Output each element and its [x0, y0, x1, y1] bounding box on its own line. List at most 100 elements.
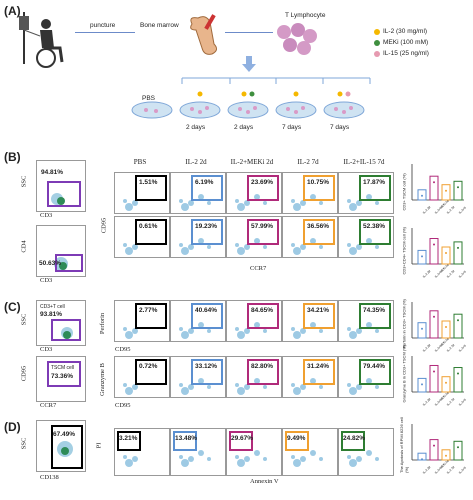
panel-b-row1-plot-3: 10.75% — [282, 172, 338, 214]
panel-c-gate-plot-2: TSCM cell 73.36% — [36, 356, 86, 402]
col-head-il2-il15-7d: IL-2+IL-15 7d — [343, 158, 385, 166]
legend-meki: MEKi (100 mM) — [374, 39, 429, 46]
panel-c-row1-plot-4: 74.35% — [338, 300, 394, 342]
panel-d-left-xlabel: CD138 — [40, 474, 59, 481]
panel-c-row2-plot-0: 0.72% — [114, 356, 170, 398]
panel-a-letter: (A) — [4, 4, 21, 18]
mini-bar-ylabel-3: Granzyme B in CD3+ TSCM (%) — [401, 344, 407, 403]
panel-b-row2-plot-0: 0.61% — [114, 216, 170, 258]
panel-d-row-plot-3: 9.49% — [282, 428, 338, 476]
dish-days-3: 7 days — [282, 124, 302, 131]
panel-c-x1: CD95 — [115, 346, 131, 353]
svg-text:IL-2+IL-15 7d: IL-2+IL-15 7d — [458, 459, 466, 475]
panel-b-left2-ylabel: CD4 — [20, 240, 28, 253]
arrow-line-puncture — [75, 32, 135, 33]
t-lymphocyte-label: T Lymphocyte — [285, 12, 326, 19]
col-head-il2-meki-2d: IL-2+MEKi 2d — [230, 158, 274, 166]
patient-wheelchair-icon — [19, 12, 64, 68]
panel-b-row2-pct-3: 36.56% — [307, 223, 330, 230]
puncture-label: puncture — [90, 22, 116, 29]
col-head-pbs: PBS — [133, 158, 147, 166]
svg-text:IL-2+IL-15 7d: IL-2+IL-15 7d — [458, 337, 466, 353]
mini-bar-ylabel-0: CD3+ TSCM cell (%) — [401, 173, 407, 211]
panel-b-gate-plot-1: 94.81% — [36, 160, 86, 212]
panel-c-row2-pct-4: 79.44% — [363, 363, 386, 370]
panel-d-yaxis: PI — [95, 442, 103, 449]
panel-b-left2-xlabel: CD3 — [40, 277, 53, 284]
svg-text:IL-2 7d: IL-2 7d — [446, 205, 456, 215]
panel-c-row2-plot-4: 79.44% — [338, 356, 394, 398]
svg-text:IL-2 7d: IL-2 7d — [446, 269, 456, 279]
t-lymphocyte-icon — [277, 23, 317, 55]
panel-d-left-ylabel: SSC — [20, 437, 28, 450]
panel-d-row-plot-1: 13.48% — [170, 428, 226, 476]
panel-b-gate-plot-2: 50.63% — [36, 225, 86, 277]
panel-b-left1-ylabel: SSC — [20, 175, 28, 188]
panel-c-row2-pct-1: 33.12% — [195, 363, 218, 370]
panel-b-row1-pct-0: 1.51% — [139, 179, 158, 186]
panel-c-row2-pct-3: 31.24% — [307, 363, 330, 370]
culture-dishes — [131, 77, 371, 119]
svg-text:IL-2 7d: IL-2 7d — [446, 465, 456, 475]
panel-c-row1-plot-0: 2.77% — [114, 300, 170, 342]
panel-b-left1-xlabel: CD3 — [40, 212, 53, 219]
panel-b-row2-plot-1: 19.23% — [170, 216, 226, 258]
panel-c-row1-pct-1: 40.64% — [195, 307, 218, 314]
panel-b-row1-pct-3: 10.75% — [307, 179, 330, 186]
col-head-il2-2d: IL-2 2d — [185, 158, 207, 166]
panel-d-row-pct-4: 24.82% — [343, 435, 366, 442]
svg-text:IL-2+IL-15 7d: IL-2+IL-15 7d — [458, 391, 466, 407]
panel-d-xaxis: Annexin V — [250, 478, 279, 485]
panel-d-row-plot-2: 29.67% — [226, 428, 282, 476]
panel-d-row-pct-1: 13.48% — [175, 435, 198, 442]
panel-d-row-pct-0: 3.21% — [119, 435, 138, 442]
panel-c-row2-plot-1: 33.12% — [170, 356, 226, 398]
panel-c-row2-pct-2: 82.80% — [251, 363, 274, 370]
panel-b-row2-plot-2: 57.99% — [226, 216, 282, 258]
panel-c-x2: CD95 — [115, 402, 131, 409]
panel-b-row2-pct-0: 0.61% — [139, 223, 158, 230]
mini-bar-ylabel-1: CD3+CD4+ TSCM cell (%) — [401, 227, 407, 275]
dish-days-1: 2 days — [186, 124, 206, 131]
panel-b-row1-pct-1: 6.19% — [195, 179, 214, 186]
panel-d-letter: (D) — [4, 420, 21, 434]
panel-c-row1-plot-1: 40.64% — [170, 300, 226, 342]
svg-text:IL-2+IL-15 7d: IL-2+IL-15 7d — [458, 263, 466, 279]
panel-c-letter: (C) — [4, 300, 21, 314]
panel-c-row2-plot-2: 82.80% — [226, 356, 282, 398]
mini-bar-ylabel-4: The Apotosis of RPMI 8226 cell (%) — [399, 417, 409, 473]
panel-c-left2-xlabel: CCR7 — [40, 402, 57, 409]
panel-c-row1-pct-4: 74.35% — [363, 307, 386, 314]
panel-c-row1-pct-3: 34.21% — [307, 307, 330, 314]
svg-text:IL-2 7d: IL-2 7d — [446, 343, 456, 353]
panel-d-row-pct-3: 9.49% — [287, 435, 306, 442]
panel-b-row1-pct-2: 23.69% — [251, 179, 274, 186]
legend-il2: IL-2 (30 mg/ml) — [374, 28, 429, 35]
panel-b-row1-plot-2: 23.69% — [226, 172, 282, 214]
panel-c-gate-plot-1: CD3+T cell 93.81% — [36, 300, 86, 346]
panel-b-row2-pct-1: 19.23% — [195, 223, 218, 230]
panel-b-letter: (B) — [4, 150, 21, 164]
bone-marrow-icon — [190, 14, 218, 55]
panel-c-row2-plot-3: 31.24% — [282, 356, 338, 398]
panel-c-row1-pct-0: 2.77% — [139, 307, 158, 314]
svg-text:IL-2 7d: IL-2 7d — [446, 397, 456, 407]
legend-il15: IL-15 (25 ng/ml) — [374, 50, 429, 57]
bone-marrow-label: Bone marrow — [140, 22, 179, 29]
panel-d-row-pct-2: 29.67% — [231, 435, 254, 442]
svg-text:IL-2+IL-15 7d: IL-2+IL-15 7d — [458, 199, 466, 215]
panel-b-row2-plot-4: 52.38% — [338, 216, 394, 258]
panel-d-row-plot-4: 24.82% — [338, 428, 394, 476]
svg-text:IL-2 2d: IL-2 2d — [422, 269, 432, 279]
panel-b-xaxis: CCR7 — [250, 265, 267, 272]
panel-c-left2-ylabel: CD95 — [20, 365, 28, 382]
panel-b-row2-pct-2: 57.99% — [251, 223, 274, 230]
dish-days-2: 2 days — [234, 124, 254, 131]
dish-label-pbs: PBS — [142, 95, 156, 102]
panel-c-row1-plot-2: 84.65% — [226, 300, 282, 342]
panel-c-row1-plot-3: 34.21% — [282, 300, 338, 342]
panel-b-yaxis: CD95 — [100, 217, 108, 234]
svg-text:IL-2 2d: IL-2 2d — [422, 205, 432, 215]
